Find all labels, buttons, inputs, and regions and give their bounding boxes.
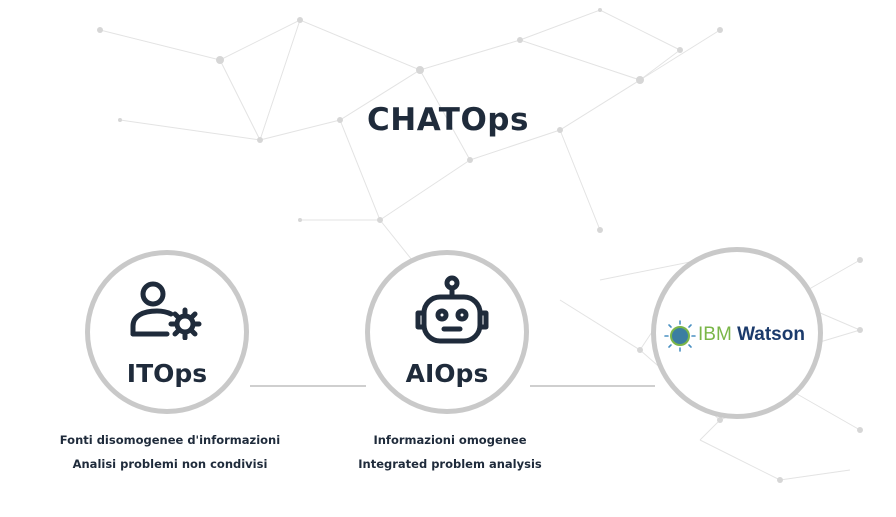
aiops-captions: Informazioni omogenee Integrated problem… — [290, 428, 610, 476]
person-gear-icon — [130, 281, 202, 340]
watson-logo-text: Watson — [737, 324, 805, 345]
itops-caption-1: Fonti disomogenee d'informazioni — [59, 433, 281, 447]
aiops-caption-1: Informazioni omogenee — [373, 433, 527, 447]
connector-line-right — [530, 385, 655, 387]
aiops-caption-2: Integrated problem analysis — [358, 457, 542, 471]
watson-globe-icon — [664, 320, 696, 352]
page-title: CHATOps — [367, 102, 529, 138]
connector-line-left — [250, 385, 366, 387]
itops-caption-2: Analisi problemi non condivisi — [72, 457, 268, 471]
aiops-circle: AIOps — [365, 250, 529, 414]
robot-icon — [415, 275, 489, 344]
itops-captions: Fonti disomogenee d'informazioni Analisi… — [10, 428, 330, 476]
ibm-watson-circle: IBM Watson — [651, 247, 823, 419]
itops-circle: ITOps — [85, 250, 249, 414]
aiops-label: AIOps — [405, 359, 489, 388]
itops-label: ITOps — [126, 359, 208, 388]
ibm-logo-text: IBM — [698, 324, 732, 345]
ibm-watson-logo: IBM Watson — [664, 320, 812, 352]
